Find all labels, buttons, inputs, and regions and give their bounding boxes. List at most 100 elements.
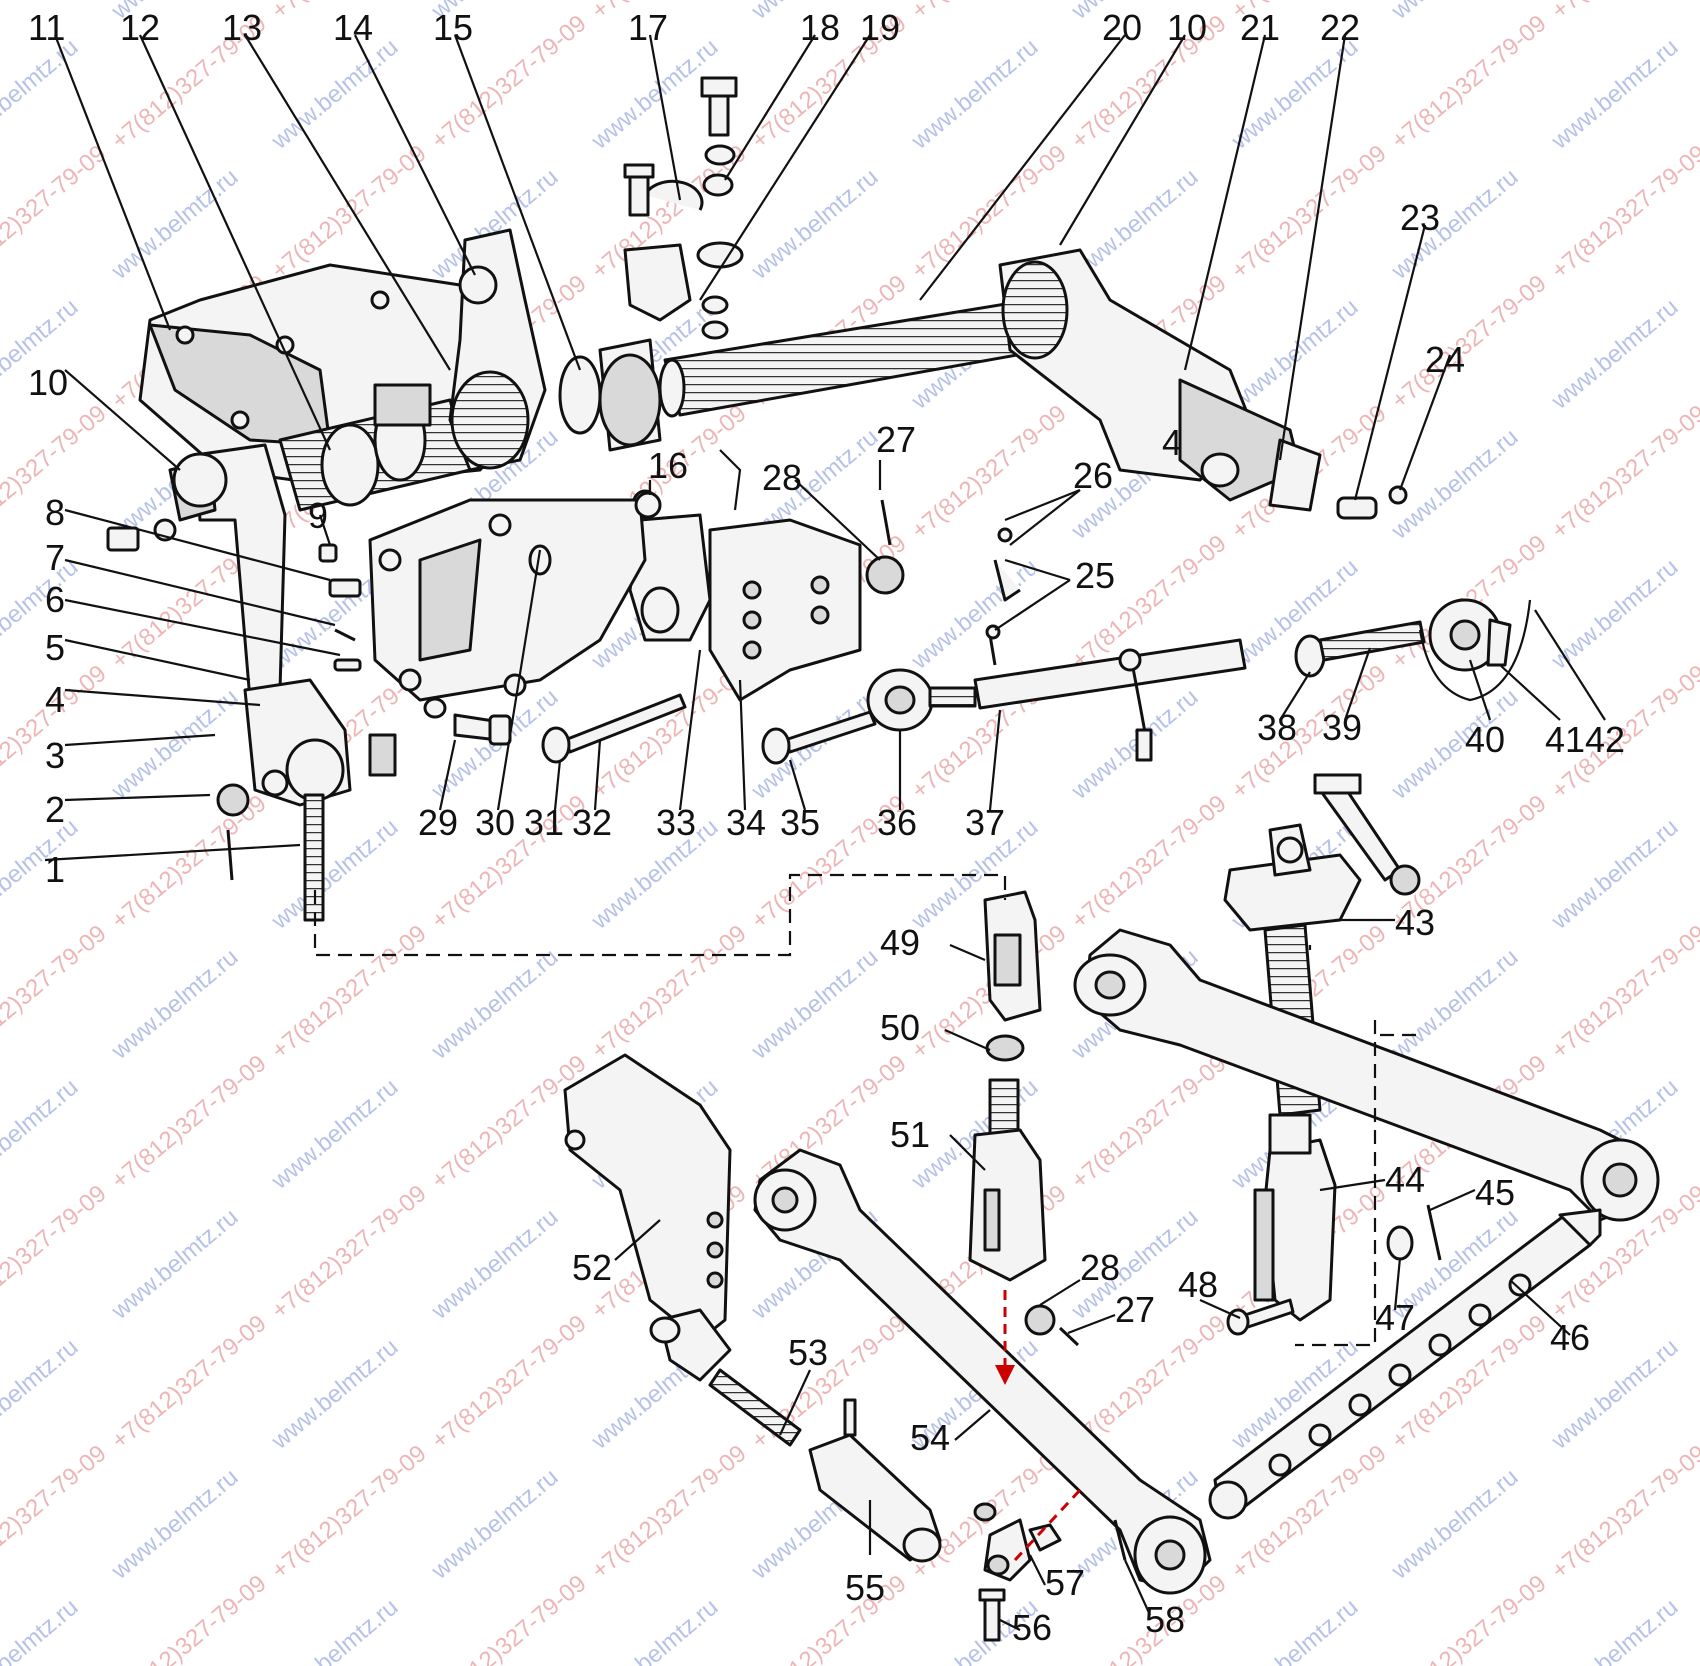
callout-28-lower: 28: [1080, 1247, 1120, 1288]
callout-32: 32: [572, 802, 612, 843]
watermark-site: www.belmtz.ru: [106, 944, 244, 1066]
callout-28-upper: 28: [762, 457, 802, 498]
watermark-site: www.belmtz.ru: [0, 1334, 83, 1456]
watermark-site: www.belmtz.ru: [1386, 944, 1524, 1066]
watermark-site: www.belmtz.ru: [426, 1204, 564, 1326]
watermark-phone: +7(812)327-79-09: [0, 1440, 112, 1585]
part-58-pin: [1113, 1519, 1127, 1561]
part-28-nut-upper: [865, 555, 905, 595]
watermark-site: www.belmtz.ru: [1546, 814, 1684, 936]
part-51-fork: [968, 1128, 1047, 1282]
part-16-washer: [634, 491, 662, 519]
watermark-site: www.belmtz.ru: [1226, 294, 1364, 416]
callout-55: 55: [845, 1567, 885, 1608]
callout-18: 18: [800, 7, 840, 48]
leader-lines: [44, 34, 1606, 1631]
callout-27-lower: 27: [1115, 1289, 1155, 1330]
part-6-pin: [333, 658, 362, 672]
watermark-site: www.belmtz.ru: [1226, 1594, 1364, 1666]
watermark-site: www.belmtz.ru: [266, 1594, 404, 1666]
watermark-site: www.belmtz.ru: [1546, 1594, 1684, 1666]
callout-5: 5: [45, 627, 65, 668]
lower-link-right: [1083, 928, 1652, 1222]
callout-15: 15: [433, 7, 473, 48]
callout-27-upper: 27: [876, 419, 916, 460]
watermark-site: www.belmtz.ru: [266, 1334, 404, 1456]
watermark-phone: +7(812)327-79-09: [0, 140, 112, 285]
watermark-site: www.belmtz.ru: [1386, 1464, 1524, 1586]
part-4-pin: [261, 769, 289, 797]
part-42-chain: [1418, 599, 1532, 702]
watermark-site: www.belmtz.ru: [0, 1074, 83, 1196]
watermark-phone: +7(812)327-79-09: [267, 1180, 432, 1325]
part-25-clip: [988, 634, 997, 666]
callout-24: 24: [1425, 339, 1465, 380]
watermark-site: www.belmtz.ru: [906, 34, 1044, 156]
callout-35: 35: [780, 802, 820, 843]
parts-drawing: [106, 76, 1660, 1642]
part-22-yoke: [1268, 438, 1322, 512]
watermark-phone: +7(812)327-79-09: [427, 1570, 592, 1666]
callout-29: 29: [418, 802, 458, 843]
callout-8: 8: [45, 492, 65, 533]
watermark-site: www.belmtz.ru: [0, 814, 83, 936]
watermark-phone: +7(812)327-79-09: [0, 920, 112, 1065]
watermark-phone: +7(812)327-79-09: [1227, 140, 1392, 285]
watermark-site: www.belmtz.ru: [1546, 554, 1684, 676]
callout-4-right: 4: [1162, 422, 1182, 463]
watermark-site: www.belmtz.ru: [106, 164, 244, 286]
callout-52: 52: [572, 1247, 612, 1288]
watermark-phone: +7(812)327-79-09: [587, 1440, 752, 1585]
callout-13: 13: [222, 7, 262, 48]
callout-57: 57: [1045, 1562, 1085, 1603]
watermark-phone: +7(812)327-79-09: [1547, 140, 1700, 285]
watermark-phone: +7(812)327-79-09: [907, 0, 1072, 25]
callout-47: 47: [1375, 1297, 1415, 1338]
part-8-bolt: [328, 578, 362, 598]
watermark-site: www.belmtz.ru: [586, 1594, 724, 1666]
part-27-pin-upper: [880, 499, 892, 546]
callout-36: 36: [877, 802, 917, 843]
part-50-nut: [985, 1034, 1025, 1062]
watermark-phone: +7(812)327-79-09: [427, 1310, 592, 1455]
callout-2: 2: [45, 789, 65, 830]
watermark-phone: +7(812)327-79-09: [107, 1570, 272, 1666]
watermark-phone: +7(812)327-79-09: [587, 920, 752, 1065]
part-31-pin-head: [541, 726, 571, 764]
callout-38: 38: [1257, 707, 1297, 748]
callout-51: 51: [890, 1114, 930, 1155]
callout-6: 6: [45, 579, 65, 620]
watermark-phone: +7(812)327-79-09: [1547, 920, 1700, 1065]
callout-50: 50: [880, 1007, 920, 1048]
watermark-phone: +7(812)327-79-09: [587, 0, 752, 25]
part-44-fork: [1263, 1138, 1337, 1322]
part-28-nut-lower: [1024, 1304, 1056, 1336]
callout-45: 45: [1475, 1172, 1515, 1213]
watermark-site: www.belmtz.ru: [266, 1074, 404, 1196]
part-34-bracket: [708, 518, 862, 702]
watermark-phone: +7(812)327-79-09: [907, 400, 1072, 545]
watermark-site: www.belmtz.ru: [1386, 424, 1524, 546]
callout-3: 3: [45, 735, 65, 776]
watermark-phone: +7(812)327-79-09: [747, 1310, 912, 1455]
callout-23: 23: [1400, 197, 1440, 238]
callout-37: 37: [965, 802, 1005, 843]
part-27-pin-lower: [1058, 1326, 1080, 1347]
callout-53: 53: [788, 1332, 828, 1373]
watermark-site: www.belmtz.ru: [1386, 0, 1524, 25]
watermark-phone: +7(812)327-79-09: [1067, 790, 1232, 935]
watermark-site: www.belmtz.ru: [266, 814, 404, 936]
part-37-turnbuckle: [973, 638, 1247, 710]
watermark-site: www.belmtz.ru: [1546, 34, 1684, 156]
callout-42: 42: [1585, 719, 1625, 760]
part-7-spring: [334, 628, 356, 642]
watermark-phone: +7(812)327-79-09: [1547, 400, 1700, 545]
callout-41: 41: [1545, 719, 1585, 760]
callout-21: 21: [1240, 7, 1280, 48]
watermark-site: www.belmtz.ru: [746, 944, 884, 1066]
part-26-clip: [993, 559, 1021, 602]
callout-16: 16: [648, 445, 688, 486]
watermark-site: www.belmtz.ru: [106, 1464, 244, 1586]
callout-56: 56: [1012, 1607, 1052, 1648]
callout-17: 17: [628, 7, 668, 48]
